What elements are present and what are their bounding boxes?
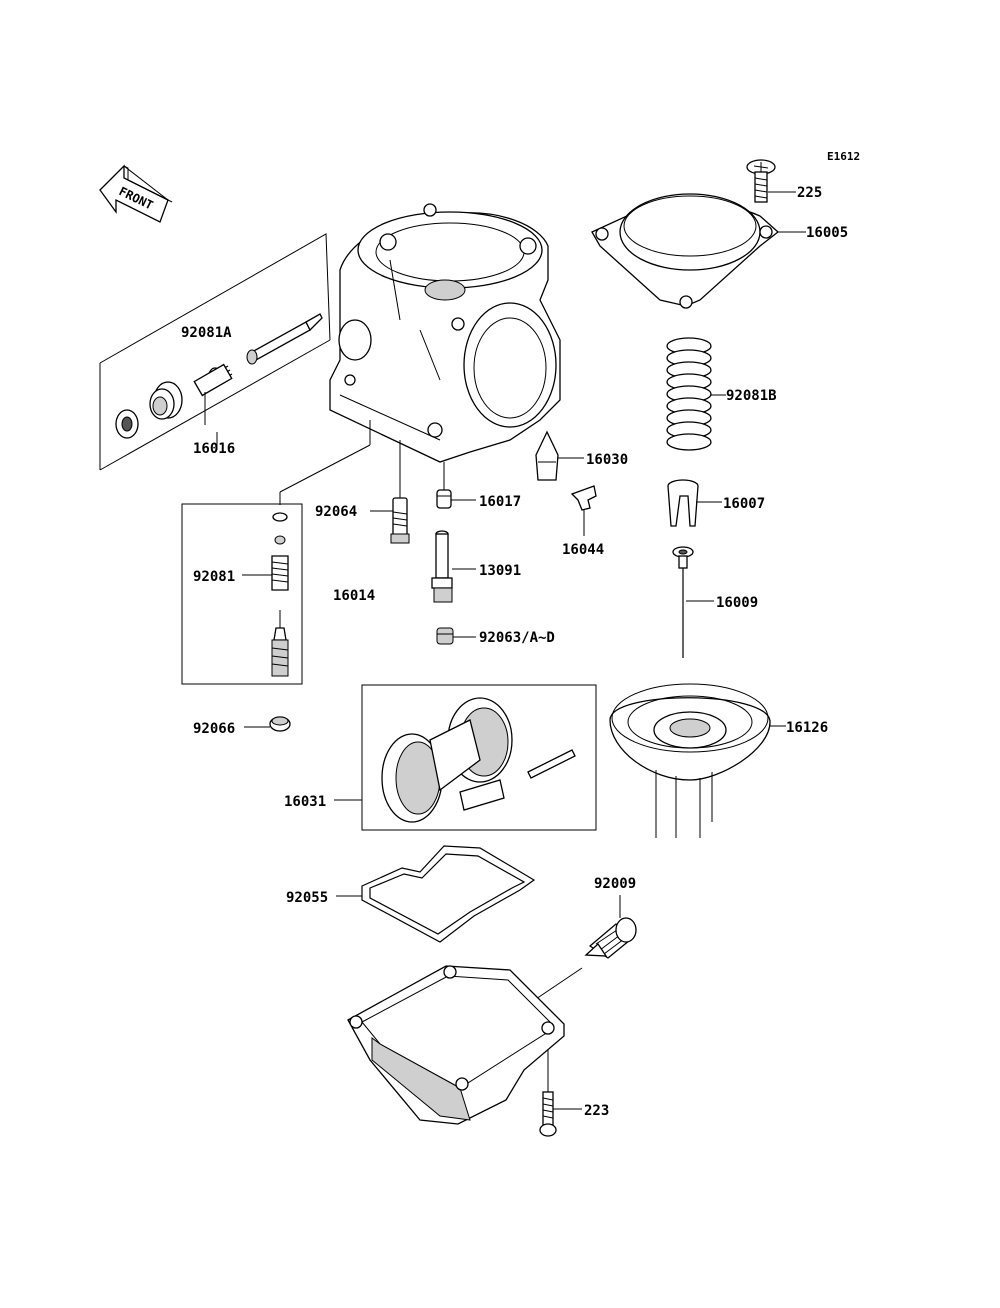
pilot-air-screw-box <box>181 420 371 685</box>
clip-part <box>570 485 597 511</box>
part-label-16017: 16017 <box>479 494 521 510</box>
pilot-screw-group-box <box>99 233 331 471</box>
cap-92066-part <box>269 716 291 732</box>
carburetor-body <box>329 203 561 463</box>
part-label-92064: 92064 <box>315 504 357 520</box>
part-label-92066: 92066 <box>193 721 235 737</box>
vacuum-piston-part <box>609 683 771 838</box>
part-label-16005: 16005 <box>806 225 848 241</box>
washer-part <box>115 381 206 439</box>
part-label-16126: 16126 <box>786 720 828 736</box>
part-label-16009: 16009 <box>716 595 758 611</box>
part-label-16031: 16031 <box>284 794 326 810</box>
jet-needle-part <box>672 546 694 658</box>
float-valve-part <box>535 430 559 481</box>
part-label-225: 225 <box>797 185 822 201</box>
float-bowl-gasket-part <box>361 845 536 943</box>
part-label-92081: 92081 <box>193 569 235 585</box>
part-label-92055: 92055 <box>286 890 328 906</box>
part-label-16007: 16007 <box>723 496 765 512</box>
needle-holder-part <box>667 479 699 527</box>
part-label-223: 223 <box>584 1103 609 1119</box>
screw-225-part <box>746 159 776 203</box>
float-bowl-part <box>347 965 565 1125</box>
top-cover-part <box>591 193 780 309</box>
throttle-valve-box <box>361 684 597 831</box>
drain-screw-part <box>584 895 637 959</box>
part-label-16030: 16030 <box>586 452 628 468</box>
jet-92064-part <box>390 440 410 544</box>
spring-92081B-part <box>666 337 712 451</box>
front-arrow-icon: FRONT <box>99 164 173 223</box>
part-label-16016: 16016 <box>193 441 235 457</box>
part-label-16014: 16014 <box>333 588 375 604</box>
part-label-16044: 16044 <box>562 542 604 558</box>
pilot-screw-part <box>193 313 323 397</box>
jet-holder-part <box>436 462 452 509</box>
diagram-code: E1612 <box>827 150 860 163</box>
main-jet-part <box>436 627 454 645</box>
part-label-92081B: 92081B <box>726 388 777 404</box>
screw-223-part <box>539 1050 557 1137</box>
part-label-13091: 13091 <box>479 563 521 579</box>
part-label-92063: 92063/A~D <box>479 630 555 646</box>
needle-jet-part <box>431 530 453 603</box>
part-label-92081A: 92081A <box>181 325 232 341</box>
part-label-92009: 92009 <box>594 876 636 892</box>
